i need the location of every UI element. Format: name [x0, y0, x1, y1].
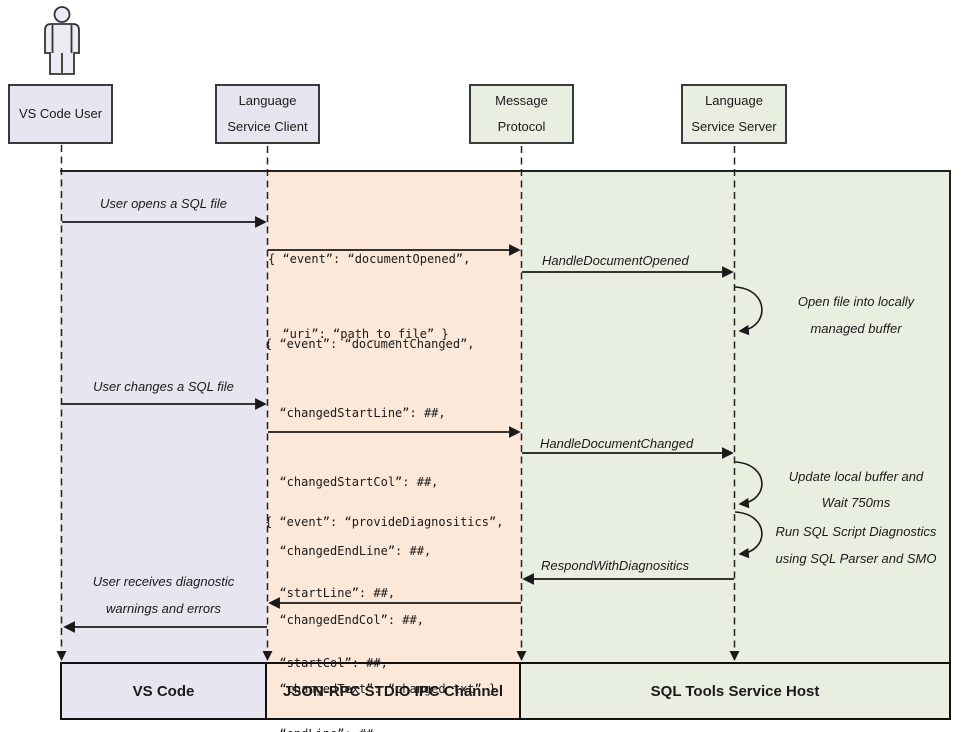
payload-document-changed-line: “changedStartCol”: ##, [265, 475, 439, 489]
note-update-buffer-line2: Wait 750ms [821, 495, 891, 510]
payload-document-changed-line: “changedEndCol”: ##, [265, 613, 424, 627]
note-open-buffer-line2: managed buffer [810, 321, 902, 336]
payload-provide-diagnostics-line: “endLine”: ##, [265, 723, 503, 732]
label-user-receives-line2: warnings and errors [106, 601, 221, 616]
client-lifeline-arrowhead [262, 651, 273, 661]
header-protocol-line1: Message [495, 93, 548, 108]
label-handle-document-changed: HandleDocumentChanged [540, 436, 694, 451]
label-user-opens-file: User opens a SQL file [100, 196, 227, 211]
header-server-line1: Language [705, 93, 763, 108]
lane-vscode-label: VS Code [132, 682, 195, 700]
note-run-diagnostics-line1: Run SQL Script Diagnostics [775, 524, 937, 539]
header-server-line2: Service Server [691, 119, 777, 134]
lane-ipc-channel-label: JSON-RPC STDIO IPC Channel [282, 682, 504, 700]
bottom-lane-boxes: VS Code JSON-RPC STDIO IPC Channel SQL T… [60, 662, 951, 720]
payload-document-changed: { “event”: “documentChanged”, “changedSt… [265, 287, 496, 732]
header-vscode-user-label: VS Code User [18, 106, 103, 121]
note-update-buffer-line1: Update local buffer and [788, 469, 924, 484]
payload-provide-diagnostics-line: { “event”: “provideDiagnositics”, [265, 515, 504, 529]
vscode-lane-background [60, 172, 267, 662]
lane-vscode: VS Code [60, 662, 267, 720]
payload-document-opened-line: “uri”: “path_to_file” } [268, 327, 449, 341]
loop-update-buffer [734, 461, 763, 509]
payload-document-changed-line: “changedEndLine”: ##, [265, 544, 432, 558]
header-client-line2: Service Client [227, 119, 308, 134]
user-lifeline-arrowhead [56, 651, 67, 661]
user-actor-icon [44, 6, 80, 75]
payload-document-opened: { “event”: “documentOpened”, “uri”: “pat… [268, 197, 470, 397]
header-vscode-user: VS Code User [8, 84, 113, 144]
note-run-diagnostics-line2: using SQL Parser and SMO [775, 551, 937, 566]
label-respond-with-diagnostics: RespondWithDiagnositics [541, 558, 690, 573]
server-lifeline-arrowhead [729, 651, 740, 661]
payload-document-changed-line: “changedText”: “changed txt” } [265, 682, 497, 696]
protocol-lifeline-arrowhead [516, 651, 527, 661]
label-user-changes-file: User changes a SQL file [93, 379, 234, 394]
header-language-service-client: Language Service Client [215, 84, 320, 144]
note-open-buffer-line1: Open file into locally [797, 294, 915, 309]
header-language-service-server: Language Service Server [681, 84, 787, 144]
header-message-protocol: Message Protocol [469, 84, 574, 144]
header-protocol-line2: Protocol [497, 119, 546, 134]
payload-document-opened-line: { “event”: “documentOpened”, [268, 252, 471, 266]
payload-document-changed-line: { “event”: “documentChanged”, [265, 337, 475, 351]
label-user-receives-line1: User receives diagnostic [92, 574, 235, 589]
loop-open-buffer [734, 286, 763, 336]
payload-document-changed-line: “changedStartLine”: ##, [265, 406, 446, 420]
ipc-lane-background [267, 172, 521, 662]
lane-backgrounds [60, 170, 951, 662]
lane-sql-tools-service-host-label: SQL Tools Service Host [650, 682, 820, 700]
label-handle-document-opened: HandleDocumentOpened [542, 253, 689, 268]
payload-provide-diagnostics-line: “startCol”: ##, [265, 656, 388, 670]
lane-sql-tools-service-host: SQL Tools Service Host [519, 662, 951, 720]
header-client-line1: Language [238, 93, 297, 108]
loop-run-diagnostics [734, 511, 763, 559]
payload-provide-diagnostics: { “event”: “provideDiagnositics”, “start… [265, 464, 503, 732]
payload-provide-diagnostics-line: “startLine”: ##, [265, 585, 396, 600]
